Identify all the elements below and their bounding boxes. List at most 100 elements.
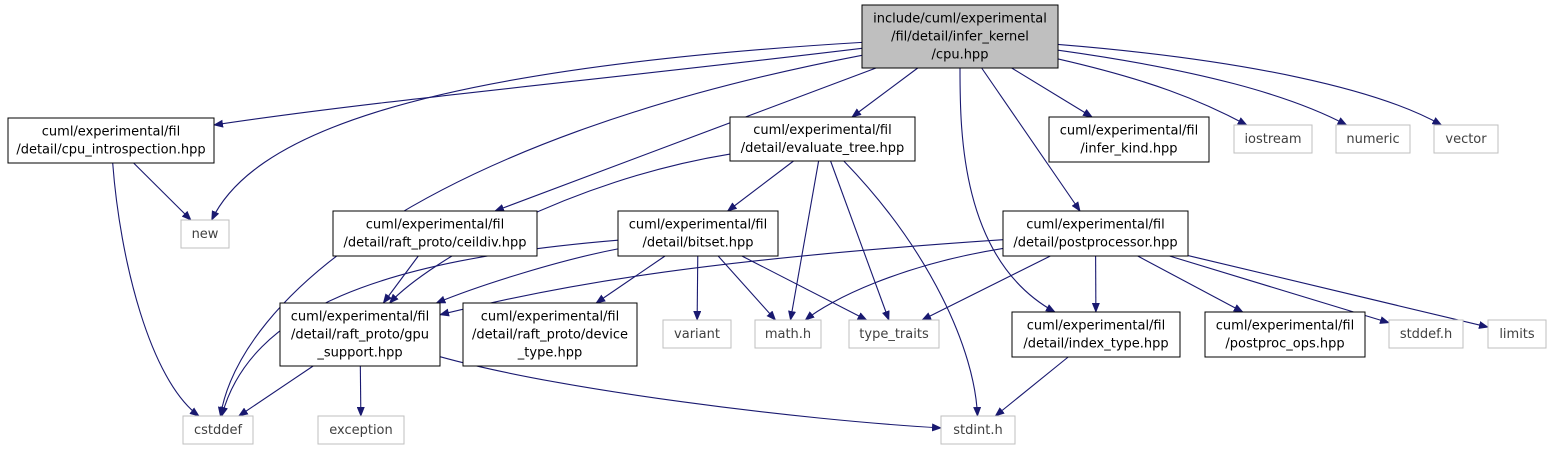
node-label-line: cuml/experimental/fil (481, 310, 619, 325)
node-evaluate_tree[interactable]: cuml/experimental/fil/detail/evaluate_tr… (729, 116, 916, 162)
edge-bitset-to-variant (693, 255, 702, 321)
node-box (180, 219, 230, 249)
node-iostream: iostream (1233, 124, 1313, 154)
node-box (729, 116, 916, 162)
node-box (754, 319, 822, 349)
node-label-line: /detail/raft_proto/device (472, 328, 628, 343)
edge-root-to-cpu_introspection (213, 47, 863, 128)
node-label-line: cuml/experimental/fil (753, 123, 891, 138)
edge-root-to-numeric (1057, 49, 1348, 126)
node-label-line: /detail/cpu_introspection.hpp (16, 143, 205, 158)
node-math_h: math.h (754, 319, 822, 349)
node-new: new (180, 219, 230, 249)
node-infer_kind[interactable]: cuml/experimental/fil/infer_kind.hpp (1048, 116, 1210, 163)
node-type_traits: type_traits (848, 319, 940, 349)
node-gpu_support[interactable]: cuml/experimental/fil/detail/raft_proto/… (279, 302, 441, 367)
edge-evaluate_tree-to-math_h (788, 160, 820, 321)
node-postproc_ops[interactable]: cuml/experimental/fil/postproc_ops.hpp (1204, 311, 1366, 358)
edge-root-to-ceildiv (494, 67, 877, 212)
node-root: include/cuml/experimental/fil/detail/inf… (861, 4, 1059, 69)
node-cstddef: cstddef (182, 415, 254, 445)
node-box (662, 319, 732, 349)
node-box (332, 210, 538, 257)
node-numeric: numeric (1335, 124, 1411, 154)
nodes-layer: include/cuml/experimental/fil/detail/inf… (7, 4, 1547, 445)
node-label-line: /cpu.hpp (932, 48, 989, 63)
node-label-line: numeric (1346, 132, 1399, 147)
edge-root-to-postprocessor (981, 67, 1081, 212)
edge-root-to-evaluate_tree (851, 67, 919, 118)
node-box (1048, 116, 1210, 163)
edge-root-to-iostream (1057, 58, 1248, 126)
node-box (1011, 311, 1181, 358)
node-label-line: cuml/experimental/fil (366, 218, 504, 233)
node-exception: exception (317, 415, 405, 445)
edge-root-to-new (211, 41, 863, 221)
node-label-line: stddef.h (1400, 327, 1452, 342)
node-label-line: variant (674, 327, 720, 342)
node-stddef_h: stddef.h (1388, 319, 1464, 349)
node-cpu_introspection[interactable]: cuml/experimental/fil/detail/cpu_introsp… (7, 117, 215, 164)
edge-cpu_introspection-to-new (133, 162, 192, 221)
edges-layer (112, 41, 1489, 432)
node-box (1335, 124, 1411, 154)
edge-gpu_support-to-exception (356, 365, 365, 417)
edge-bitset-to-math_h (717, 255, 777, 321)
edge-postprocessor-to-math_h (804, 247, 1004, 321)
node-box (1388, 319, 1464, 349)
edge-bitset-to-device_type (595, 255, 666, 304)
node-label-line: limits (1499, 327, 1535, 342)
node-label-line: cuml/experimental/fil (1216, 319, 1354, 334)
node-label-line: /detail/postprocessor.hpp (1013, 236, 1177, 251)
edge-bitset-to-gpu_support (435, 248, 619, 304)
node-label-line: /detail/raft_proto/ceildiv.hpp (343, 236, 526, 251)
node-label-line: type_traits (859, 327, 929, 342)
node-box (7, 117, 215, 164)
node-label-line: cuml/experimental/fil (291, 310, 429, 325)
node-box (279, 302, 441, 367)
node-box (617, 210, 779, 257)
node-box (462, 302, 638, 367)
node-label-line: include/cuml/experimental (873, 12, 1047, 27)
node-label-line: /detail/raft_proto/gpu (291, 328, 429, 343)
node-label-line: cuml/experimental/fil (629, 218, 767, 233)
node-variant: variant (662, 319, 732, 349)
edge-postprocessor-to-postproc_ops (1137, 255, 1244, 313)
node-label-line: iostream (1244, 132, 1301, 147)
edge-root-to-index_type (959, 67, 1056, 313)
node-label-line: /infer_kind.hpp (1080, 142, 1177, 157)
node-label-line: cuml/experimental/fil (1026, 218, 1164, 233)
edge-index_type-to-stdint_h (994, 356, 1069, 417)
node-label-line: stdint.h (953, 423, 1002, 438)
node-vector: vector (1433, 124, 1499, 154)
node-label-line: _type.hpp (517, 346, 582, 361)
node-label-line: cstddef (194, 423, 243, 438)
node-box (940, 415, 1016, 445)
edge-evaluate_tree-to-type_traits (830, 160, 890, 321)
node-ceildiv[interactable]: cuml/experimental/fil/detail/raft_proto/… (332, 210, 538, 257)
node-box (1233, 124, 1313, 154)
edge-gpu_support-to-stdint_h (439, 356, 942, 432)
edge-postprocessor-to-type_traits (921, 255, 1051, 321)
node-label-line: cuml/experimental/fil (42, 125, 180, 140)
node-label-line: _support.hpp (316, 346, 402, 361)
edge-ceildiv-to-gpu_support (382, 255, 419, 304)
node-box (848, 319, 940, 349)
node-label-line: new (192, 227, 219, 242)
node-label-line: cuml/experimental/fil (1060, 124, 1198, 139)
node-box (1433, 124, 1499, 154)
node-device_type[interactable]: cuml/experimental/fil/detail/raft_proto/… (462, 302, 638, 367)
node-stdint_h: stdint.h (940, 415, 1016, 445)
node-box (317, 415, 405, 445)
node-label-line: vector (1445, 132, 1487, 147)
node-postprocessor[interactable]: cuml/experimental/fil/detail/postprocess… (1002, 210, 1189, 257)
edge-postprocessor-to-limits (1187, 255, 1489, 329)
node-box (1002, 210, 1189, 257)
edge-cpu_introspection-to-cstddef (112, 162, 200, 417)
node-box (182, 415, 254, 445)
node-index_type[interactable]: cuml/experimental/fil/detail/index_type.… (1011, 311, 1181, 358)
node-bitset[interactable]: cuml/experimental/fil/detail/bitset.hpp (617, 210, 779, 257)
edge-evaluate_tree-to-stdint_h (843, 160, 982, 417)
node-box (861, 4, 1059, 69)
edge-gpu_support-to-cstddef (237, 365, 314, 417)
